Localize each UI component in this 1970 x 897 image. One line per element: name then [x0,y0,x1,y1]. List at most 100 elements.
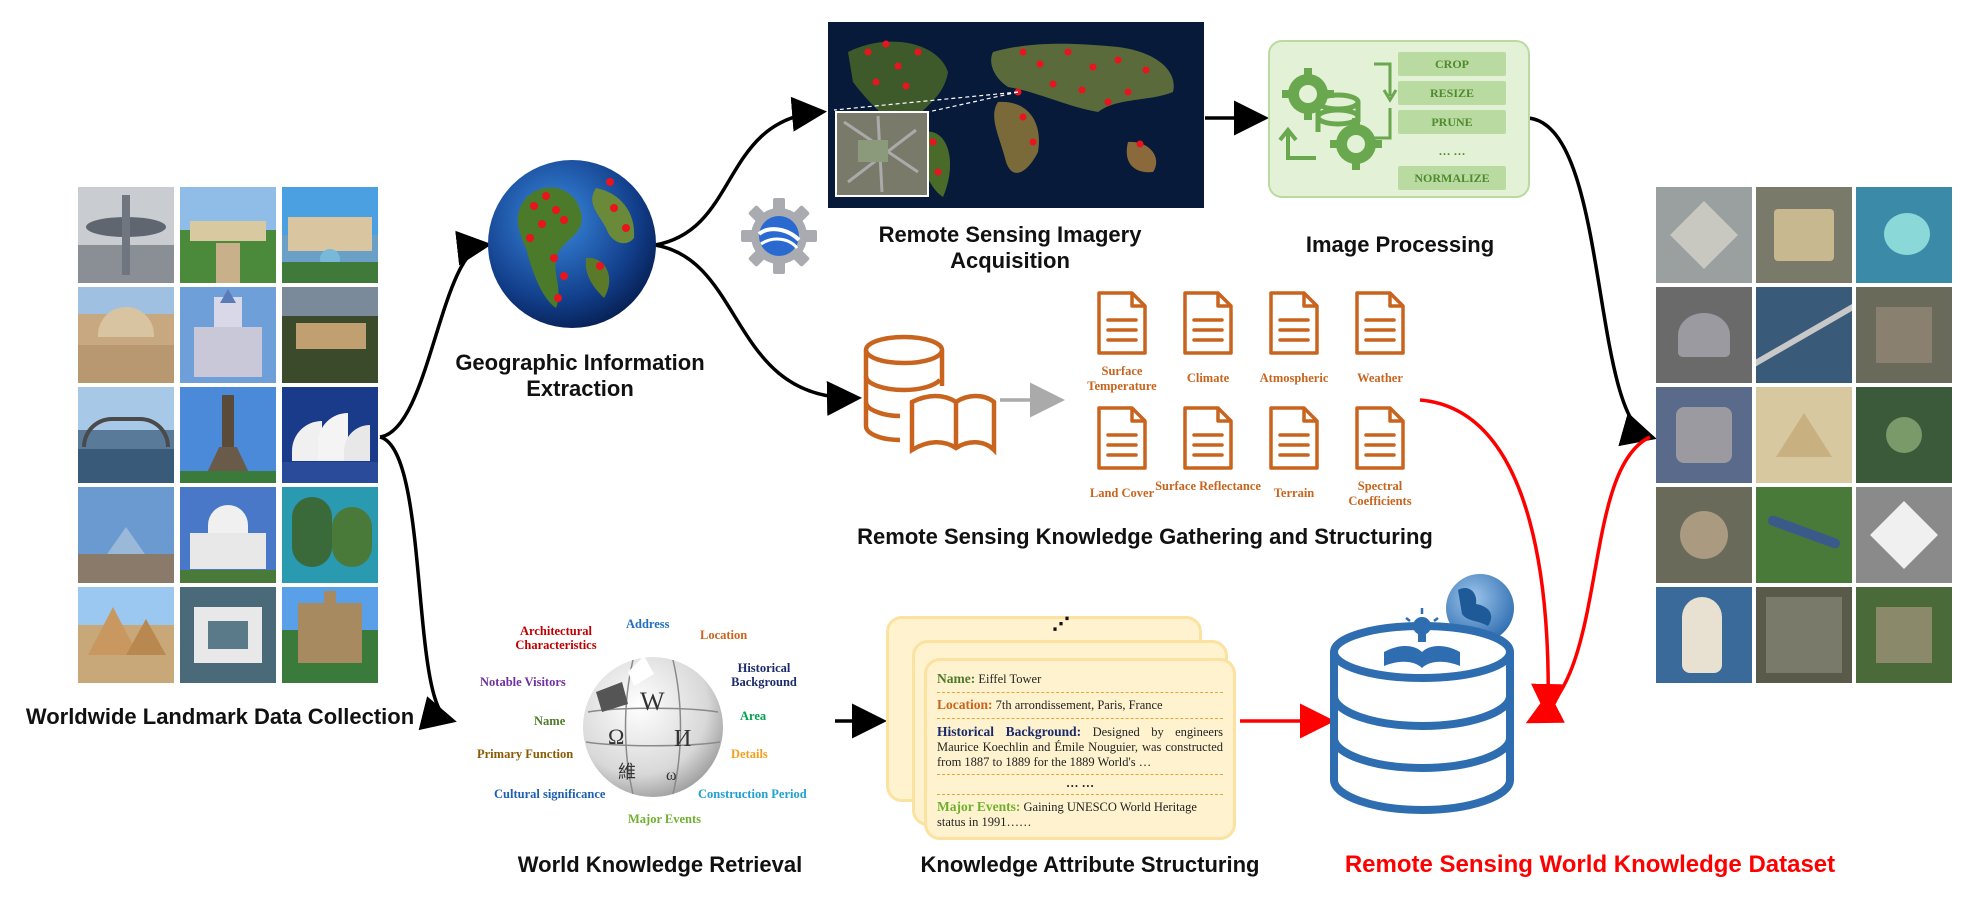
card-val-name: Eiffel Tower [978,672,1042,686]
doc-label-surface-temperature: Surface Temperature [1087,364,1157,393]
card-row-location: Location: 7th arrondissement, Paris, Fra… [937,693,1223,719]
wiki-attr-address: Address [626,617,670,631]
stage-label-geo: Geographic Information Extraction [455,350,705,401]
document-icon [1268,405,1320,471]
doc-label-climate: Climate [1186,371,1230,385]
document-icon [1182,405,1234,471]
card-val-location: 7th arrondissement, Paris, France [995,698,1163,712]
processing-flow-icon [1374,62,1398,140]
process-step-crop: CROP [1398,52,1506,76]
satellite-image [1656,187,1752,283]
wiki-attr-name: Name [534,714,566,728]
satellite-image-grid [1656,187,1954,683]
landmark-photo [78,387,174,483]
landmark-photo [180,287,276,383]
wiki-glyph-omega: Ω [608,724,624,749]
satellite-image [1656,587,1752,683]
satellite-image [1656,387,1752,483]
arrow-landmark-to-geo [379,230,492,439]
landmark-photo [282,187,378,283]
document-icon [1268,290,1320,356]
process-step-resize: RESIZE [1398,81,1506,105]
stage-label-retrieval: World Knowledge Retrieval [517,852,803,877]
arrow-landmark-to-wiki [379,435,457,730]
wiki-glyph-small: ω [666,767,677,784]
knowledge-card: Name: Eiffel Tower Location: 7th arrondi… [924,658,1236,840]
document-icon [1096,405,1148,471]
card-key-name: Name: [937,671,976,686]
card-row-name: Name: Eiffel Tower [937,667,1223,693]
landmark-photo [78,187,174,283]
card-key-location: Location: [937,697,993,712]
doc-label-surface-reflectance: Surface Reflectance [1155,479,1261,493]
satellite-image [1856,487,1952,583]
card-key-events: Major Events: [937,799,1021,814]
wiki-attr-historical: Historical Background [731,661,797,689]
dataset-database-icon [1330,574,1514,815]
knowledge-card-dots: ⋰ [1052,614,1070,635]
wikipedia-globe-icon: W Ω И 維 ω [583,656,723,797]
satellite-image [1756,387,1852,483]
satellite-image [1656,487,1752,583]
wiki-glyph-w: W [640,687,665,716]
wiki-attr-major-events: Major Events [628,812,702,826]
world-map-svg [833,40,1174,197]
wiki-attr-location: Location [700,628,748,642]
satellite-image [1856,587,1952,683]
arrow-docs-to-dataset [1419,398,1567,719]
stage-label-dataset: Remote Sensing World Knowledge Dataset [1344,851,1836,878]
stage-label-imagery: Remote Sensing Imagery Acquisition [878,222,1142,273]
landmark-photo [282,387,378,483]
arrow-geo-to-knowledge [654,243,862,416]
document-icon [1182,290,1234,356]
card-row-events: Major Events: Gaining UNESCO World Herit… [937,795,1223,830]
card-val-history: Designed by engineers Maurice Koechlin a… [937,725,1223,769]
satellite-image [1856,187,1952,283]
doc-label-spectral-coefficients: Spectral Coefficients [1348,479,1412,508]
landmark-photo [180,487,276,583]
wiki-attr-cultural: Cultural significance [494,787,606,801]
process-step-ellipsis: … … [1438,144,1466,158]
card-row-history: Historical Background: Designed by engin… [937,719,1223,775]
landmark-photo-grid [78,187,378,683]
gear-icon [741,198,817,274]
landmark-photo [78,587,174,683]
globe-icon [488,160,656,328]
wiki-attr-primary-function: Primary Function [477,747,574,761]
document-icon [1096,290,1148,356]
card-row-ellipsis: … … [937,775,1223,795]
landmark-photo [282,287,378,383]
landmark-photo [282,487,378,583]
card-key-history: Historical Background: [937,724,1082,739]
wiki-attr-notable-visitors: Notable Visitors [480,675,566,689]
stage-label-landmark: Worldwide Landmark Data Collection [25,704,415,729]
arrow-processing-to-dataset [1527,116,1657,447]
landmark-photo [78,487,174,583]
satellite-image [1756,487,1852,583]
database-book-icon [863,334,997,456]
arrow-geo-to-imagery [654,96,827,247]
processing-gears-icon [1278,68,1382,170]
satellite-image [1656,287,1752,383]
doc-label-terrain: Terrain [1273,486,1315,500]
process-step-normalize: NORMALIZE [1398,166,1506,190]
landmark-photo [180,187,276,283]
stage-label-processing: Image Processing [1305,232,1495,257]
process-step-prune: PRUNE [1398,110,1506,134]
wiki-attr-details: Details [731,747,768,761]
doc-label-land-cover: Land Cover [1089,486,1155,500]
satellite-image [1756,287,1852,383]
satellite-image [1856,387,1952,483]
arrow-grid-to-dataset [1525,435,1651,724]
document-icon [1354,290,1406,356]
wiki-attr-architectural: Architectural Characteristics [515,624,597,652]
doc-label-weather: Weather [1357,371,1403,385]
landmark-photo [180,587,276,683]
wiki-glyph-wei: 維 [618,762,636,783]
wiki-attr-area: Area [740,709,767,723]
document-icon [1354,405,1406,471]
landmark-photo [78,287,174,383]
satellite-image [1756,587,1852,683]
landmark-photo [180,387,276,483]
